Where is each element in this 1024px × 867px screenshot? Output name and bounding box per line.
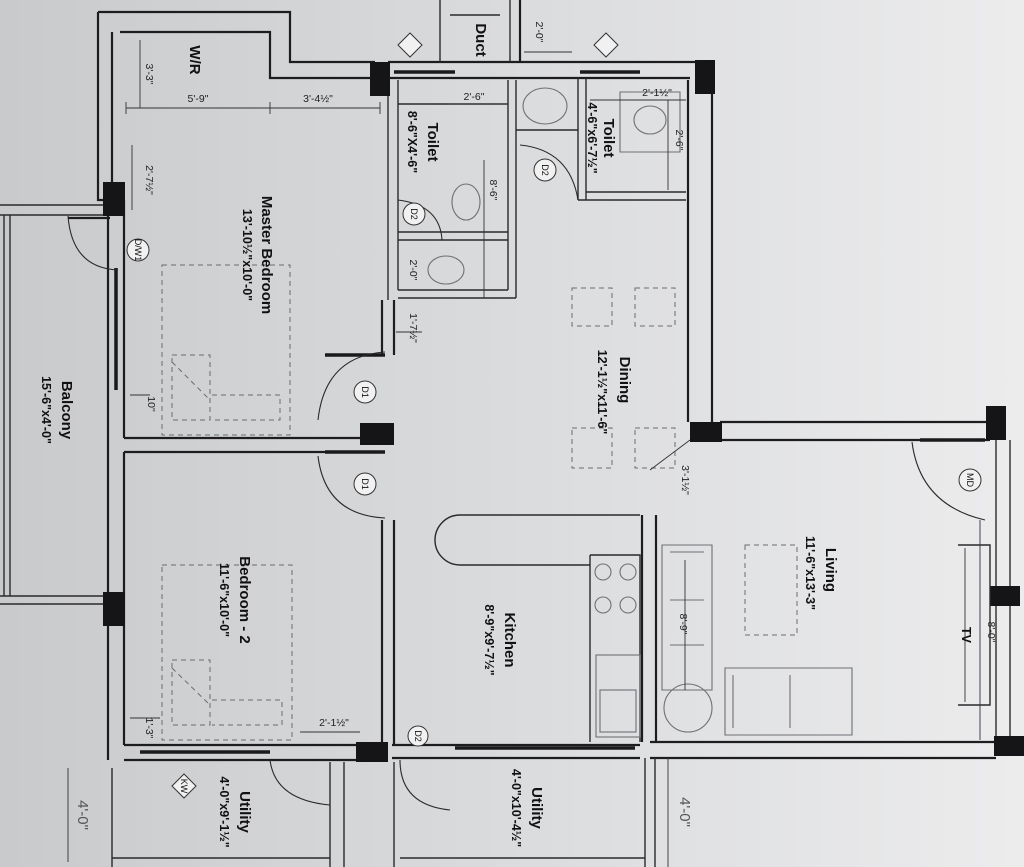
door-tag-md-label: MD	[965, 473, 975, 487]
dining-size: 12'-1½"x11'-6"	[595, 350, 609, 435]
tv-label: TV	[959, 627, 973, 644]
dim-kitchen-counter: 8'-9"	[677, 614, 689, 635]
living-size: 11'-6"x13'-3"	[803, 536, 817, 610]
master-bedroom-label: Master Bedroom	[258, 196, 275, 314]
door-tag-d2-kitchen	[407, 725, 429, 747]
kitchen-label: Kitchen	[501, 612, 518, 667]
dim-utility-top: 2'-1½"	[319, 717, 349, 729]
door-tag-kw-label: KW	[179, 779, 189, 794]
door-tag-d2-left-label: D2	[409, 208, 419, 220]
door-tag-dw1-label: D/W1	[133, 239, 143, 262]
dim-mb-top-2: 3'-4½"	[303, 93, 333, 105]
dim-utility-depth-1: 4'-0"	[74, 800, 91, 830]
toilet-1-label: Toilet	[424, 123, 441, 162]
dim-wr-depth: 3'-3"	[143, 64, 155, 85]
dim-mb-side: 2'-7½"	[143, 165, 155, 195]
toilet-walls	[387, 78, 686, 300]
dim-b2-corner: 1'-3"	[143, 718, 155, 739]
living-coffee-table	[744, 544, 798, 636]
dim-t1-bottom: 2'-0"	[407, 260, 419, 281]
kitchen-size: 8'-9"x9'-7½"	[482, 604, 496, 675]
duct-label: Duct	[472, 23, 489, 56]
dim-t1-side: 8'-6"	[487, 180, 499, 201]
balcony-size: 15'-6"x4'-0"	[39, 376, 53, 444]
living-label: Living	[822, 548, 839, 592]
door-tag-d1-upper-label: D1	[360, 386, 370, 398]
door-tag-d1-upper	[353, 380, 377, 404]
dim-t1-top: 2'-6"	[464, 91, 485, 103]
dim-duct-w: 2'-0"	[533, 22, 545, 43]
master-bedroom-size: 13'-10½"x10'-0"	[240, 209, 254, 301]
wr-label: W/R	[186, 45, 203, 74]
bedroom-2-size: 11'-6"x10'-0"	[217, 563, 231, 637]
bedroom-2-label: Bedroom - 2	[236, 556, 253, 644]
door-swings	[67, 144, 986, 811]
dim-t2-side: 2'-6"	[673, 130, 685, 151]
dim-dining-corner: 3'-1½"	[679, 465, 691, 495]
utility-2-label: Utility	[528, 787, 545, 829]
north-marker-right	[593, 32, 619, 58]
utility-1-size: 4'-0"x9'-1½"	[217, 776, 231, 847]
dim-mb-bottom: 10"	[145, 396, 157, 412]
structural-columns	[103, 60, 1024, 762]
door-tag-d1-lower-label: D1	[360, 478, 370, 490]
door-tag-dw1	[126, 238, 150, 262]
north-marker-left	[397, 32, 423, 58]
dim-mb-top-1: 5'-9"	[188, 93, 209, 105]
utility-2-size: 4'-0"x10'-4½"	[509, 769, 523, 847]
bedroom-2-bed	[161, 564, 293, 741]
dim-utility-depth-2: 4'-0"	[676, 797, 693, 827]
dim-t1-lower: 1'-7½"	[407, 313, 419, 343]
door-tag-md	[958, 468, 982, 492]
door-tags: D/W1 D1 D1 D2 D2 MD D2 KW	[126, 32, 982, 799]
toilet-2-label: Toilet	[600, 119, 617, 158]
toilet-2-size: 4'-6"x6'-7½"	[585, 102, 599, 173]
master-bed	[161, 264, 291, 436]
dimension-lines	[67, 0, 691, 862]
dining-label: Dining	[616, 357, 633, 404]
furniture	[161, 87, 991, 742]
door-tag-kw	[171, 773, 197, 799]
door-tag-d2-right-label: D2	[540, 164, 550, 176]
door-tag-d1-lower	[353, 472, 377, 496]
room-labels: W/R Duct Master Bedroom 13'-10½"x10'-0" …	[39, 23, 973, 847]
door-tag-d2-left	[402, 202, 426, 226]
toilet-1-size: 8'-6"X4'-6"	[405, 111, 419, 173]
utility-1-label: Utility	[236, 791, 253, 833]
balcony-label: Balcony	[58, 381, 75, 440]
dimension-labels: 3'-3" 5'-9" 3'-4½" 2'-7½" 10" 2'-0" 2'-6…	[74, 22, 997, 830]
dim-tv-width: 8'-0"	[985, 622, 997, 643]
door-tag-d2-kitchen-label: D2	[413, 730, 423, 742]
windows	[114, 70, 985, 754]
door-tag-d2-right	[533, 158, 557, 182]
dim-t2-top: 2'-1½"	[642, 87, 672, 99]
